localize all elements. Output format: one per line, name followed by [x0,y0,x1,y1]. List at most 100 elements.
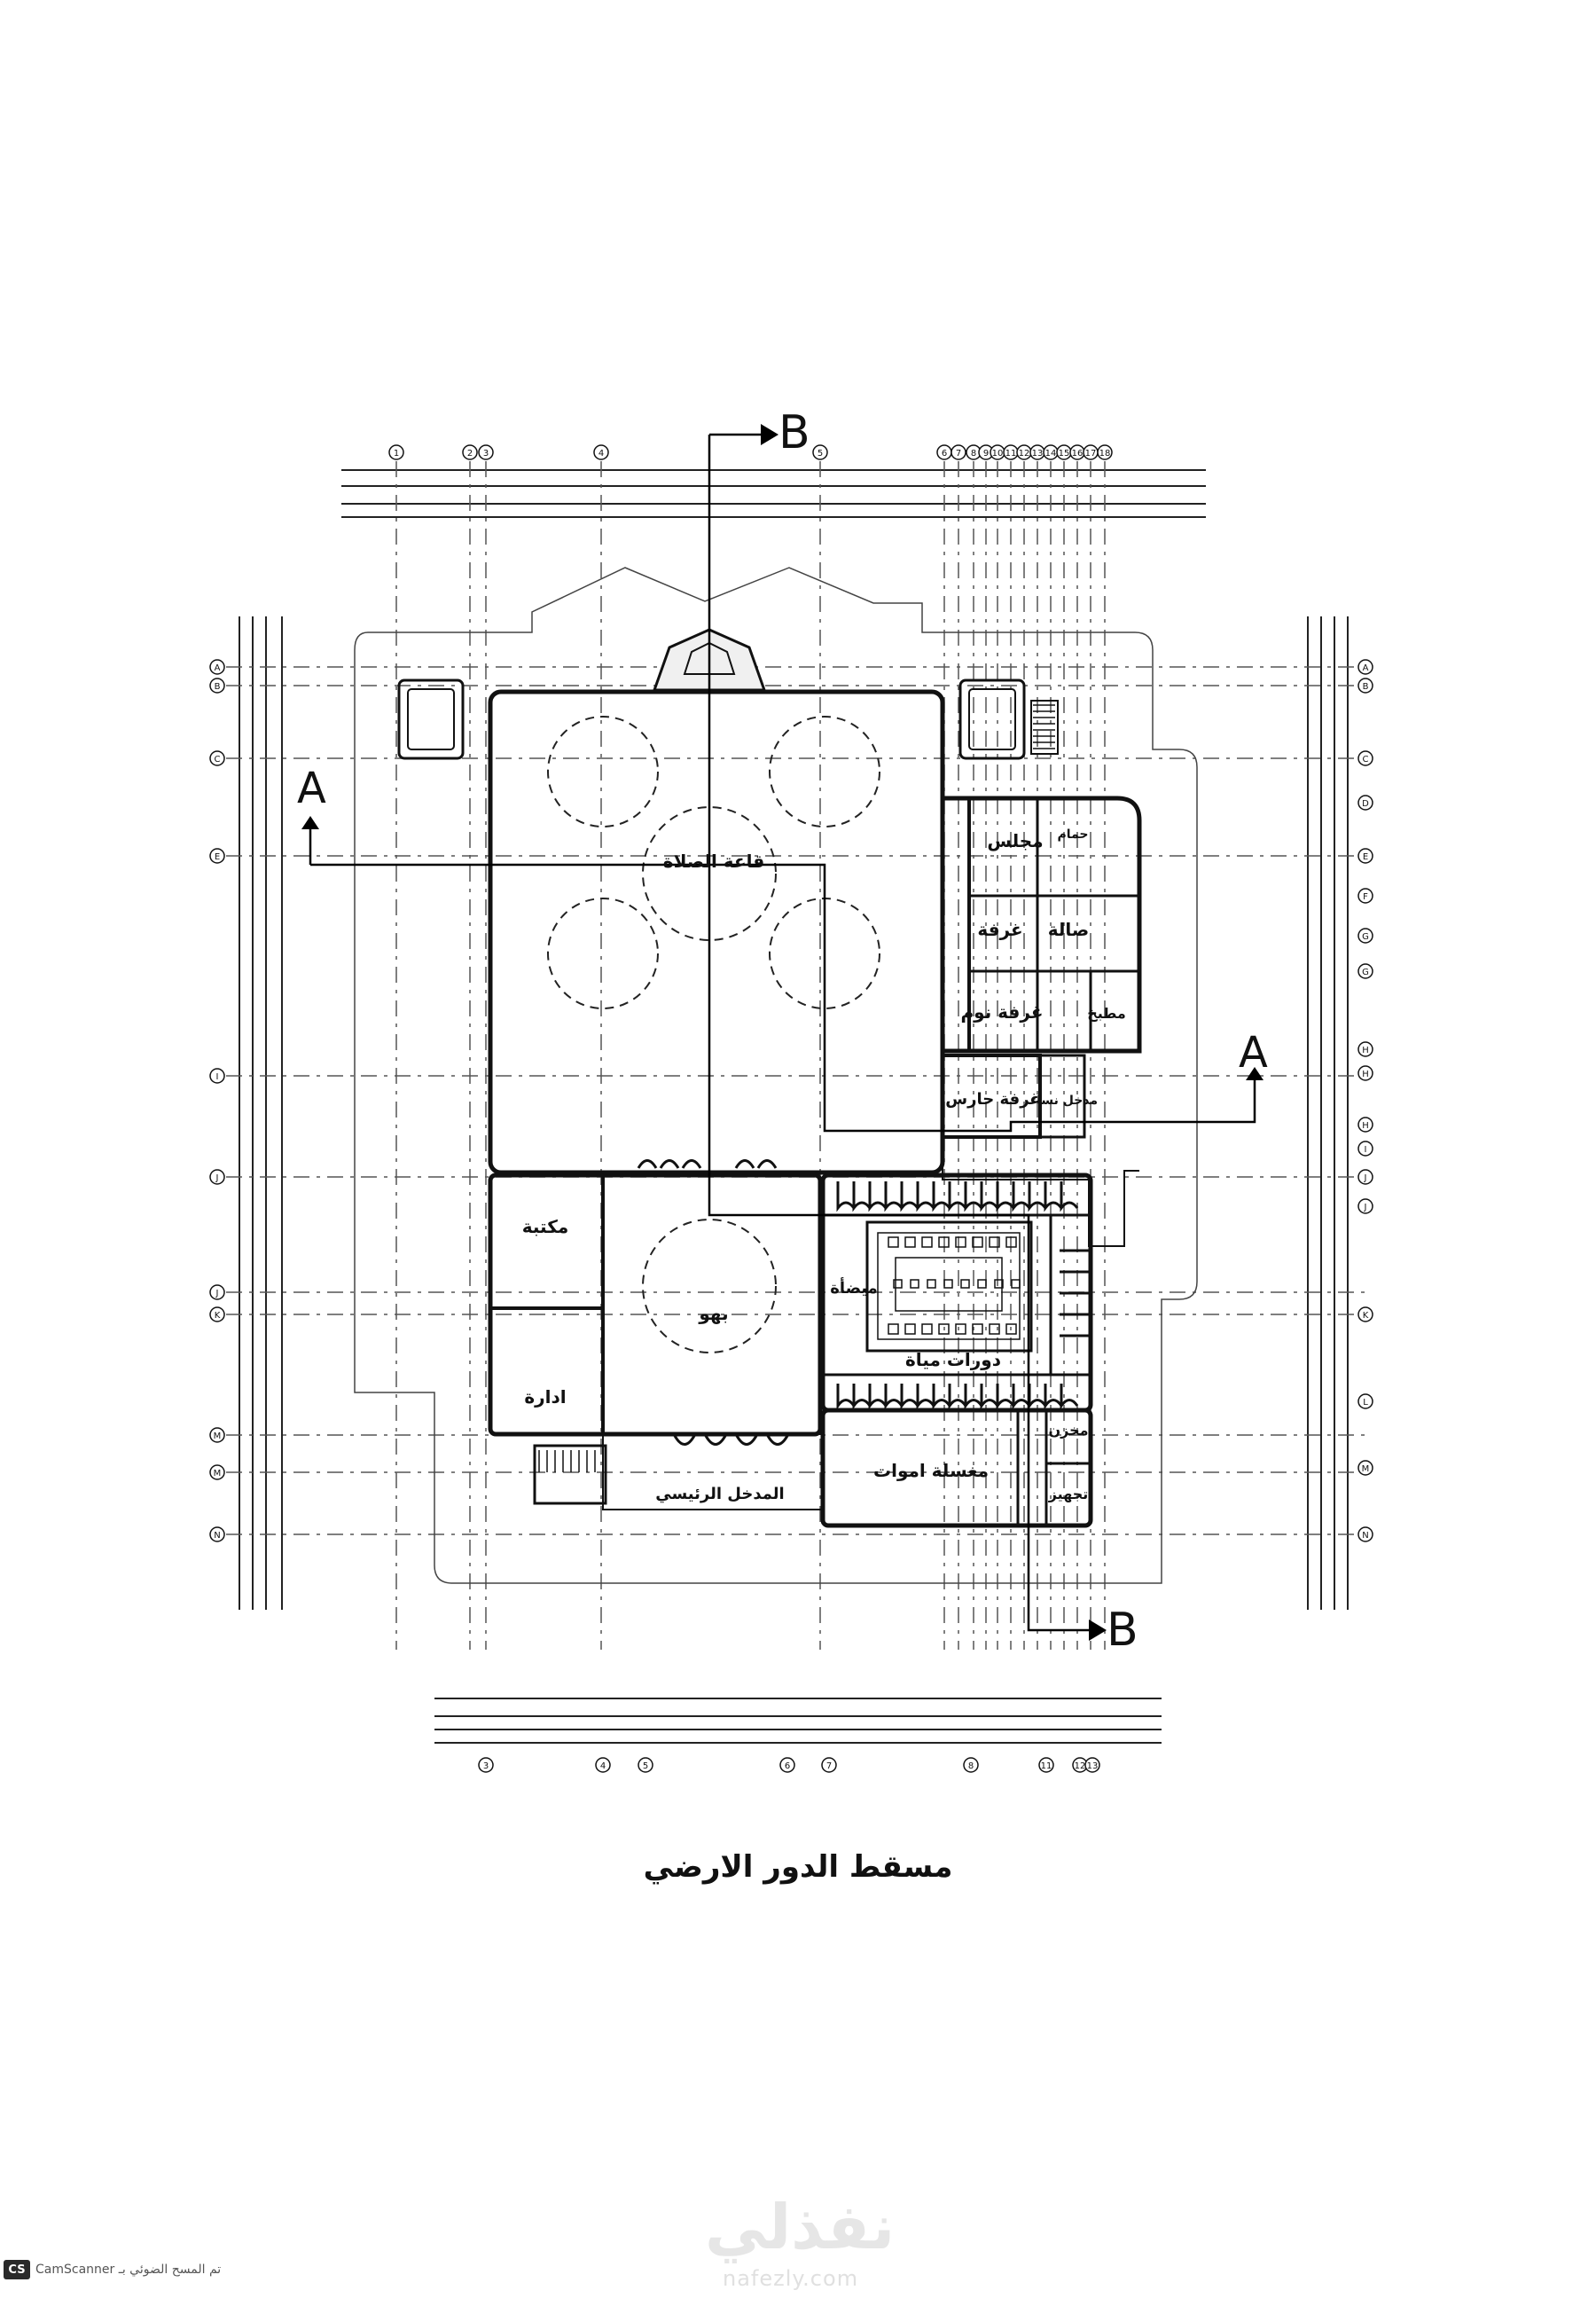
grid-bubble-right [1357,795,1373,811]
column-domes [547,716,880,1353]
grid-label-top: 14 [1045,449,1057,459]
ablution-seat [910,1279,919,1289]
grid-bubble-left [209,750,225,766]
room-label-hall: صالة [1048,919,1089,940]
room-label-bedroom: غرفة نوم [961,1001,1044,1023]
door-swing [681,1159,702,1169]
toilet-cubicle [964,1384,983,1410]
toilet-cubicle [1012,1384,1031,1410]
toilet-cubicle [948,1384,967,1410]
room-label-ablution: ميضأة [830,1277,878,1298]
grid-label-right: F [1363,892,1368,902]
grid-label-right: C [1363,755,1369,765]
ablution-seat [943,1279,953,1289]
toilet-cubicle [1060,1384,1079,1410]
grid-label-left: N [214,1531,220,1541]
section-cut-lines [309,433,1256,1632]
room-label-majlis: مجلس [987,830,1043,851]
toilet-cubicle [836,1181,856,1212]
grid-bubble-left [209,1526,225,1542]
grid-bubble-right [1357,659,1373,675]
grid-label-right: D [1362,799,1369,809]
section-b-top-label: B [778,406,810,459]
grid-bubble-right [1357,1198,1373,1214]
grid-lines [226,461,1370,1650]
grid-bubble-bottom [1084,1757,1100,1773]
grid-bubble-left [209,848,225,864]
door-swing [734,1433,759,1446]
grid-bubble-top [388,444,404,460]
toilet-cubicle [868,1384,888,1410]
toilet-cubicle [916,1384,935,1410]
grid-bubble-right [1357,963,1373,979]
toilet-cubicle [868,1181,888,1212]
grid-label-top: 8 [971,449,976,459]
toilet-cubicle [884,1181,904,1212]
grid-label-right: M [1362,1464,1370,1474]
toilet-cubicle [900,1181,919,1212]
grid-label-right: E [1363,852,1368,862]
ablution-seat [904,1323,916,1335]
room-label-library: مكتبة [522,1216,568,1237]
grid-label-right: J [1364,1173,1367,1183]
grid-bubble-top [478,444,494,460]
toilet-cubicle [980,1181,999,1212]
grid-bubble-right [1357,1460,1373,1476]
section-a-left-label: A [297,764,326,813]
ablution-seat [893,1279,903,1289]
grid-label-bottom: 12 [1075,1761,1086,1771]
grid-label-right: A [1363,663,1369,673]
grid-label-top: 13 [1032,449,1044,459]
toilet-cubicle [852,1181,872,1212]
grid-bubble-top [812,444,828,460]
door-swing [672,1433,697,1446]
room-label-storage: مخزن [1048,1422,1088,1439]
grid-label-top: 10 [992,449,1004,459]
ablution-seat [960,1279,970,1289]
toilet-cubicle [836,1384,856,1410]
scanner-badge: CS تم المسح الضوئي بـ CamScanner [4,2260,221,2279]
watermark-latin: nafezly.com [723,2266,859,2291]
toilet-cubicle [900,1384,919,1410]
grid-bubble-bottom [478,1757,494,1773]
ablution-seat [927,1279,936,1289]
toilet-cubicle [948,1181,967,1212]
grid-bubble-right [1357,1169,1373,1185]
grid-label-top: 1 [394,449,399,459]
grid-bubble-top [951,444,966,460]
grid-bubble-top [462,444,478,460]
grid-label-bottom: 3 [483,1761,489,1771]
site-boundary [354,567,1198,1584]
grid-bubble-bottom [595,1757,611,1773]
grid-bubble-bottom [779,1757,795,1773]
toilet-cubicle [964,1181,983,1212]
grid-bubble-bottom [1038,1757,1054,1773]
grid-label-top: 11 [1005,449,1017,459]
grid-label-bottom: 13 [1087,1761,1099,1771]
grid-bubble-right [1357,1141,1373,1157]
room-label-administration: ادارة [524,1386,566,1408]
grid-label-bottom: 6 [785,1761,790,1771]
room-label-bath: حمام [1058,827,1089,842]
grid-label-right: K [1363,1311,1369,1321]
grid-label-right: N [1362,1531,1368,1541]
ablution-seat [955,1236,966,1248]
grid-label-top: 7 [956,449,961,459]
grid-label-top: 4 [598,449,604,459]
grid-label-right: L [1363,1398,1368,1408]
section-arrows [301,424,1264,1641]
toilet-cubicle [932,1384,951,1410]
grid-label-left: M [214,1469,222,1479]
ablution-seat [989,1323,1000,1335]
grid-label-right: H [1362,1121,1369,1131]
grid-label-left: M [214,1431,222,1441]
room-label-room: غرفة [977,919,1022,940]
ablution-seat [994,1279,1004,1289]
grid-label-top: 6 [942,449,947,459]
grid-label-left: K [215,1311,221,1321]
grid-label-right: H [1362,1046,1369,1055]
toilet-cubicle [1012,1181,1031,1212]
building-walls [397,628,1142,1528]
grid-bubble-top [1097,444,1113,460]
